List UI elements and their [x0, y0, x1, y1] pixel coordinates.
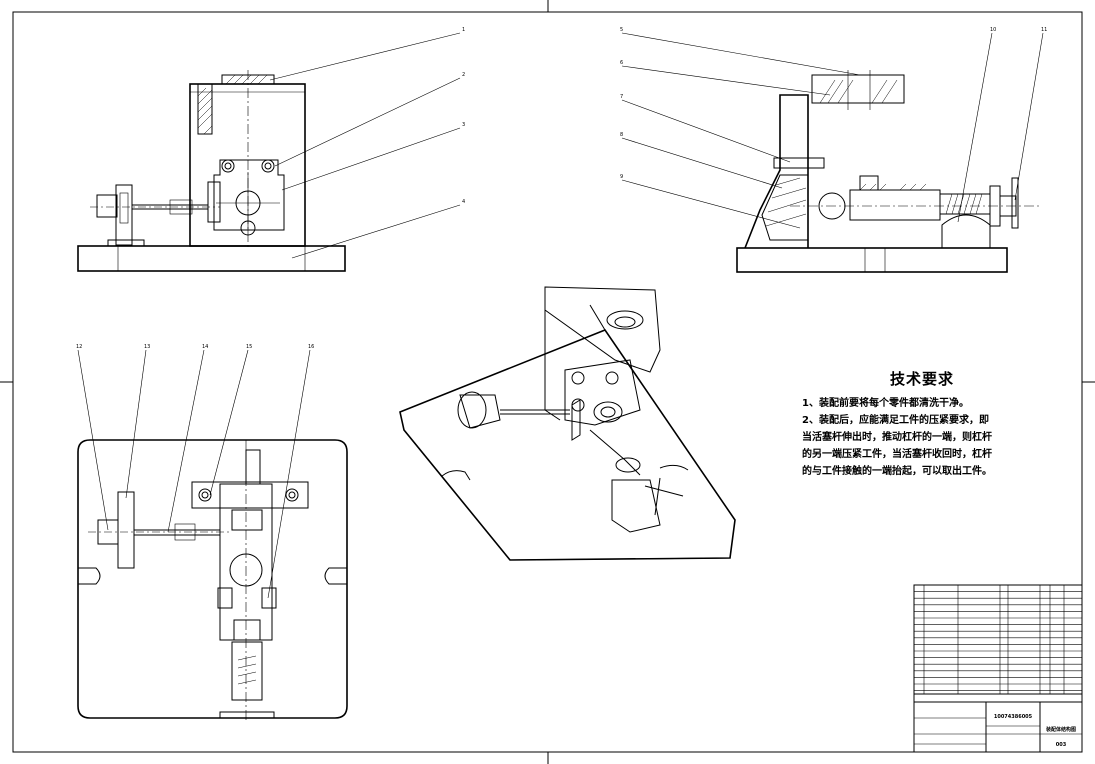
- requirement-line: 1、装配前要将每个零件都清洗干净。: [802, 398, 969, 409]
- callout-number: 10: [990, 27, 996, 33]
- callout-number: 1: [462, 27, 465, 33]
- callout-number: 6: [620, 60, 623, 66]
- callout-number: 12: [76, 344, 82, 350]
- callout-number: 3: [462, 122, 465, 128]
- callout-number: 15: [246, 344, 252, 350]
- callout-number: 14: [202, 344, 208, 350]
- requirement-line: 的与工件接触的一端抬起，可以取出工件。: [802, 466, 992, 477]
- sheet-code: 003: [1056, 742, 1067, 748]
- callout-number: 9: [620, 174, 623, 180]
- top-view: [77, 439, 348, 722]
- requirement-line: 的另一端压紧工件，当活塞杆收回时，杠杆: [802, 449, 992, 460]
- requirement-line: 当活塞杆伸出时，推动杠杆的一端，则杠杆: [802, 432, 992, 443]
- drawing-number: 10074386005: [994, 714, 1033, 720]
- requirement-line: 2、装配后，应能满足工件的压紧要求，即: [802, 415, 989, 426]
- title-block: 10074386005 装配体结构图 003: [913, 584, 1083, 753]
- front-view: [77, 70, 346, 272]
- callout-number: 4: [462, 199, 465, 205]
- isometric-view: [399, 286, 736, 561]
- drawing-name: 装配体结构图: [1045, 726, 1076, 733]
- callout-number: 7: [620, 94, 623, 100]
- callout-leaders: [77, 32, 1044, 599]
- callout-number: 2: [462, 72, 465, 78]
- callout-number: 11: [1041, 27, 1047, 33]
- technical-requirements-title: 技术要求: [889, 370, 954, 388]
- technical-requirements: 技术要求 1、装配前要将每个零件都清洗干净。 2、装配后，应能满足工件的压紧要求…: [802, 368, 1042, 480]
- callout-number: 5: [620, 27, 623, 33]
- side-view: [736, 70, 1040, 273]
- technical-requirements-text: 1、装配前要将每个零件都清洗干净。 2、装配后，应能满足工件的压紧要求，即 当活…: [802, 395, 1042, 480]
- callout-number: 8: [620, 132, 623, 138]
- callout-number: 16: [308, 344, 314, 350]
- callout-number: 13: [144, 344, 150, 350]
